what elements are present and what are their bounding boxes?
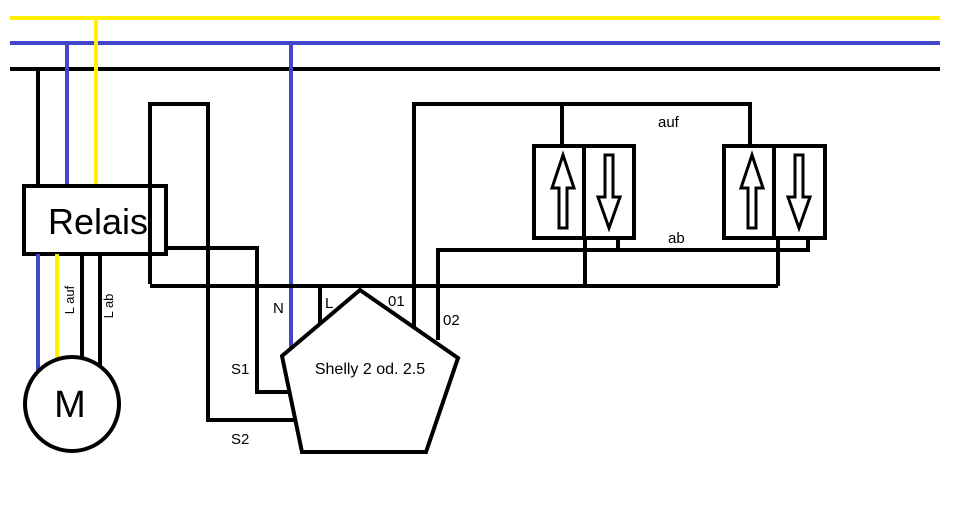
shelly-o2-wire xyxy=(436,238,810,340)
switch-line-up-label: auf xyxy=(658,114,680,131)
switch-line-down-label: ab xyxy=(668,230,685,247)
terminal-n-label: N xyxy=(273,300,284,317)
shelly-device xyxy=(279,287,461,454)
shelly-o1-wire xyxy=(412,102,752,330)
motor-up-label: L auf xyxy=(62,285,77,314)
motor-label: M xyxy=(54,384,86,426)
shelly-label: Shelly 2 od. 2.5 xyxy=(315,361,425,378)
motor-circle xyxy=(23,355,121,453)
arrow-up-icon xyxy=(738,150,766,230)
relay-control-loop xyxy=(148,102,305,422)
arrow-down-icon xyxy=(785,153,813,233)
arrow-up-icon xyxy=(549,150,577,230)
motor-down-label: L ab xyxy=(101,294,116,319)
terminal-s2-label: S2 xyxy=(231,431,249,448)
arrow-down-icon xyxy=(595,153,623,233)
terminal-s1-label: S1 xyxy=(231,361,249,378)
relay-box xyxy=(22,184,168,256)
relay-label: Relais xyxy=(48,201,148,242)
terminal-o2-label: 02 xyxy=(443,312,460,329)
terminal-l-label: L xyxy=(325,295,333,312)
relay-s1-wire xyxy=(166,246,296,394)
terminal-o1-label: 01 xyxy=(388,293,405,310)
